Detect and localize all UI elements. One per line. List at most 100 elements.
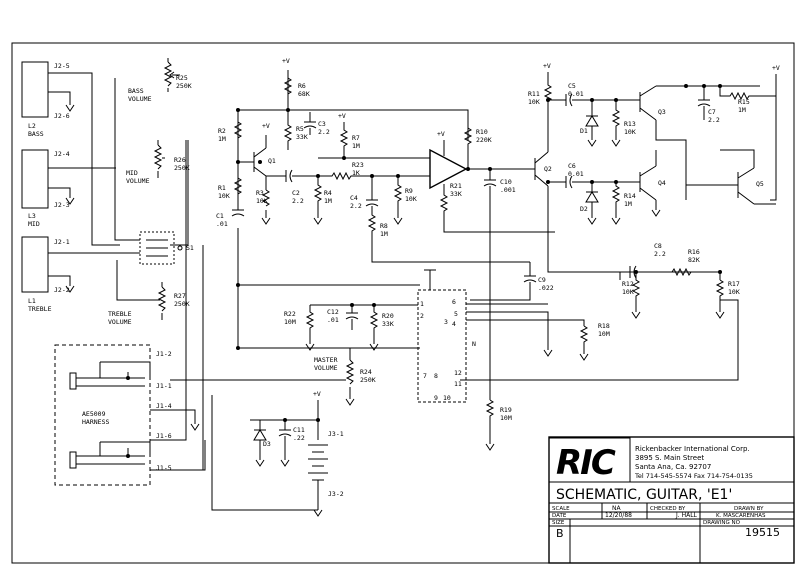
r21-value: 33K <box>450 190 462 198</box>
pot-treble-ref: R27 <box>174 292 186 300</box>
title-main: SCHEMATIC, GUITAR, 'E1' <box>556 487 732 503</box>
r2-value: 1M <box>218 135 226 143</box>
r19-label: R19 <box>500 406 512 414</box>
supply-label-2: +V <box>262 122 270 130</box>
pickup-l2-pin2: J2-6 <box>54 112 70 120</box>
d3-label: D3 <box>263 440 271 448</box>
harness-pin-2: J1-1 <box>156 382 172 390</box>
sw-pin-12: 12 <box>454 369 462 377</box>
pot-bass-value: 250K <box>176 82 192 90</box>
pickup-l3-name: L3 <box>28 212 36 220</box>
title-address: 3895 S. Main Street <box>635 454 704 462</box>
pot-bass-name2: VOLUME <box>128 95 152 103</box>
r9-label: R9 <box>405 187 413 195</box>
c10-label: C10 <box>500 178 512 186</box>
c4-value: 2.2 <box>350 202 362 210</box>
title-block: RIC Rickenbacker International Corp. 389… <box>548 436 795 564</box>
r13-label: R13 <box>624 120 636 128</box>
r4-label: R4 <box>324 189 332 197</box>
c5-label: C5 <box>568 82 576 90</box>
sw-pin-3: 3 <box>444 318 448 326</box>
battery-j-bot: J3-2 <box>328 490 344 498</box>
sw-pin-4: 4 <box>452 320 456 328</box>
r21-label: R21 <box>450 182 462 190</box>
pot-master-value: 250K <box>360 376 376 384</box>
r3-value: 10K <box>256 197 268 205</box>
junction-dots <box>126 84 722 458</box>
switch-s1: S1 <box>139 231 194 265</box>
r15-value: 1M <box>738 106 746 114</box>
supply-label-1: +V <box>282 57 290 65</box>
pickup-l2-sub: BASS <box>28 130 44 138</box>
title-size-label: SIZE <box>552 520 565 526</box>
pot-bass: R25 250K BASS VOLUME <box>128 58 192 103</box>
c1-label: C1 <box>216 212 224 220</box>
c8-label: C8 <box>654 242 662 250</box>
c10-value: .001 <box>500 186 516 194</box>
r23-label: R23 <box>352 161 364 169</box>
r3-label: R3 <box>256 189 264 197</box>
c8-value: 2.2 <box>654 250 666 258</box>
q4-label: Q4 <box>658 179 666 187</box>
title-checked: J. HALL <box>675 512 698 519</box>
c7-label: C7 <box>708 108 716 116</box>
c7-value: 2.2 <box>708 116 720 124</box>
c5-value: 0.01 <box>568 90 584 98</box>
title-city: Santa Ana, Ca. 92707 <box>635 463 711 471</box>
battery-j-top: J3-1 <box>328 430 344 438</box>
title-size: B <box>556 527 564 540</box>
d1-label: D1 <box>580 127 588 135</box>
r18-label: R18 <box>598 322 610 330</box>
sw-pin-10: 10 <box>443 394 451 402</box>
title-date: 12/20/88 <box>605 512 632 519</box>
supply-label-5: +V <box>543 62 551 70</box>
pickup-l1: L1 TREBLE J2-1 J2-2 <box>21 236 70 313</box>
sw-pin-1: 1 <box>420 300 424 308</box>
c12-label: C12 <box>327 308 339 316</box>
pot-mid-value: 250K <box>174 164 190 172</box>
pot-treble-name: TREBLE <box>108 310 132 318</box>
r12-label: R12 <box>622 280 634 288</box>
pot-master-name: MASTER <box>314 356 338 364</box>
c6-label: C6 <box>568 162 576 170</box>
drawing-border <box>11 42 795 564</box>
c9-label: C9 <box>538 276 546 284</box>
sw-pin-11: 11 <box>454 380 462 388</box>
pot-bass-name: BASS <box>128 87 144 95</box>
r22-value: 10M <box>284 318 296 326</box>
title-scale: NA <box>612 505 621 512</box>
title-phone: Tel 714-545-5574 Fax 714-754-0135 <box>634 472 753 480</box>
sw-pin-9: 9 <box>434 394 438 402</box>
c12-value: .01 <box>327 316 339 324</box>
r15-label: R15 <box>738 98 750 106</box>
r11-label: R11 <box>528 90 540 98</box>
pickup-l2-name: L2 <box>28 122 36 130</box>
d2-label: D2 <box>580 205 588 213</box>
pot-treble: R27 250K TREBLE VOLUME <box>108 282 190 326</box>
harness-name2: HARNESS <box>82 418 109 426</box>
c3-value: 2.2 <box>318 128 330 136</box>
c9-value: .022 <box>538 284 554 292</box>
ground-symbols <box>190 136 725 467</box>
pot-treble-value: 250K <box>174 300 190 308</box>
r6-value: 68K <box>298 90 310 98</box>
pickup-l3-sub: MID <box>28 220 40 228</box>
r17-value: 10K <box>728 288 740 296</box>
q2-label: Q2 <box>544 165 552 173</box>
sw-pin-5: 5 <box>454 310 458 318</box>
r13-value: 10K <box>624 128 636 136</box>
pot-master-ref: R24 <box>360 368 372 376</box>
c11-label: C11 <box>293 426 305 434</box>
title-company: Rickenbacker International Corp. <box>635 445 750 453</box>
r20-label: R20 <box>382 312 394 320</box>
r1-value: 10K <box>218 192 230 200</box>
sw-pin-6: 6 <box>452 298 456 306</box>
r5-value: 33K <box>296 133 308 141</box>
pickup-l1-name: L1 <box>28 297 36 305</box>
op-amp: +V <box>429 130 535 190</box>
harness-ae5009: AE5009 HARNESS J1-2 J1-1 J1-4 J1-6 J1-5 <box>54 344 172 486</box>
pickup-l1-sub: TREBLE <box>28 305 52 313</box>
r16-value: 82K <box>688 256 700 264</box>
pot-mid-name2: VOLUME <box>126 177 150 185</box>
